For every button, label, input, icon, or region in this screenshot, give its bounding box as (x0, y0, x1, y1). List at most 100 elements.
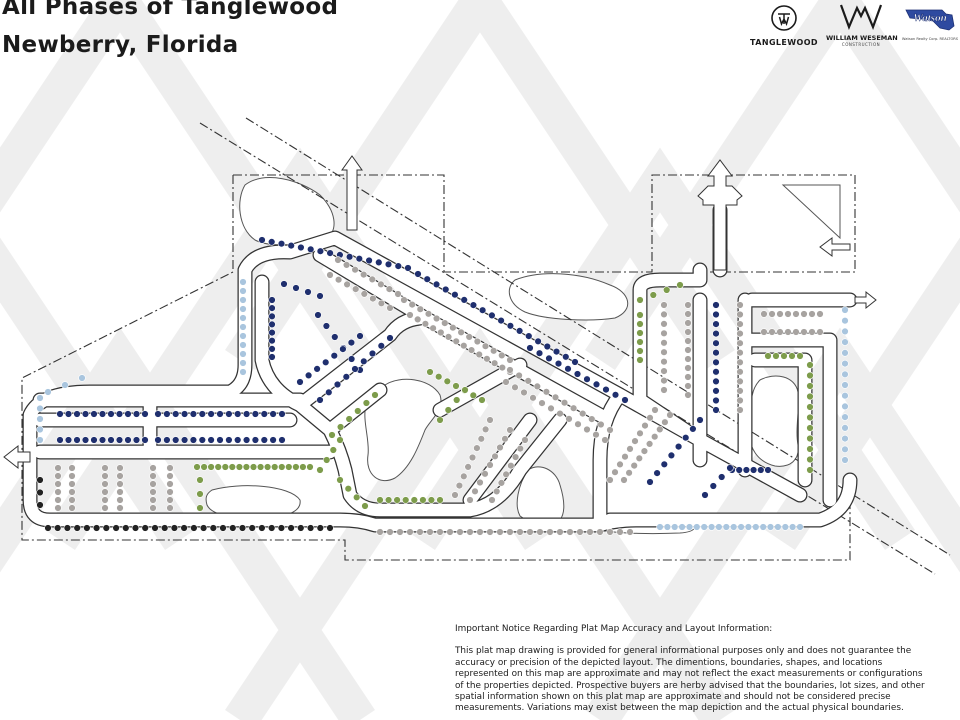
lot-marker-navy (287, 241, 295, 250)
lot-marker-navy (326, 249, 334, 257)
lot-marker-green (806, 392, 814, 401)
lot-marker-gray (516, 444, 524, 453)
lot-marker-navy (280, 280, 288, 288)
lot-marker-gray (736, 339, 744, 347)
lot-marker-navy (712, 349, 720, 357)
lot-marker-gray (626, 445, 634, 453)
lot-marker-navy (163, 410, 171, 418)
lot-marker-navy (375, 258, 383, 267)
lot-marker-black (180, 524, 188, 532)
lot-marker-green (196, 490, 204, 498)
lot-marker-gray (606, 476, 614, 484)
lot-marker-navy (141, 410, 149, 418)
lot-marker-gray (467, 346, 476, 354)
lot-marker-light-blue (841, 424, 849, 432)
lot-marker-light-blue (36, 425, 44, 434)
lot-marker-gray (101, 504, 109, 512)
lot-marker-green (196, 504, 204, 512)
lot-marker-gray (611, 468, 619, 476)
lot-marker-gray (149, 504, 157, 512)
lot-marker-gray (498, 363, 506, 372)
lot-marker-navy (339, 345, 347, 353)
lot-marker-navy (260, 410, 268, 418)
phase-boundary-lines (21, 117, 951, 575)
lot-marker-black (73, 524, 81, 532)
lot-marker-gray (626, 528, 634, 536)
lot-marker-green (636, 347, 644, 355)
lot-marker-gray (736, 396, 744, 405)
lot-marker-green (435, 373, 443, 381)
lot-marker-gray (501, 435, 509, 443)
lot-marker-green (316, 466, 324, 474)
lot-marker-gray (808, 310, 816, 318)
lot-marker-navy (674, 442, 683, 451)
lot-marker-navy (478, 306, 487, 314)
lot-marker-navy (342, 373, 350, 381)
lot-marker-gray (661, 418, 669, 426)
lot-marker-gray (556, 528, 564, 536)
lot-marker-gray (569, 404, 578, 412)
lot-marker-gray (533, 382, 541, 391)
lot-marker-gray (68, 488, 76, 496)
lot-marker-navy (602, 385, 610, 394)
lot-marker-navy (268, 328, 276, 337)
lot-marker-black (44, 524, 52, 532)
lot-marker-navy (488, 311, 496, 320)
lot-marker-light-blue (700, 523, 708, 531)
lot-marker-gray (524, 377, 532, 385)
lot-marker-gray (116, 496, 124, 504)
lot-marker-gray (684, 346, 692, 354)
lot-marker-navy (356, 332, 364, 340)
lot-marker-navy (180, 436, 189, 444)
lot-marker-green (806, 371, 814, 380)
lot-marker-green (196, 476, 204, 484)
lot-marker-gray (768, 328, 776, 336)
lot-marker-navy (545, 354, 553, 363)
lot-marker-navy (451, 291, 459, 299)
lot-marker-gray (460, 472, 468, 480)
lot-marker-green (426, 368, 434, 376)
lot-marker-gray (506, 366, 514, 374)
lot-marker-black (63, 524, 72, 532)
lot-marker-green (299, 463, 307, 471)
lot-marker-gray (660, 301, 668, 309)
lot-marker-gray (424, 310, 433, 318)
north-entrance-arrow-icon (341, 155, 363, 231)
lot-marker-navy (258, 236, 266, 244)
lot-marker-navy (386, 334, 394, 342)
lot-marker-black (112, 524, 120, 532)
lot-marker-green (806, 455, 814, 464)
tanglewood-logo-name: TANGLEWOOD (750, 38, 818, 47)
west-exit-arrow-icon (3, 444, 31, 470)
lot-marker-gray (68, 464, 76, 472)
lot-marker-gray (816, 328, 824, 336)
lot-marker-navy (712, 320, 720, 328)
lot-marker-gray (576, 528, 584, 536)
lot-marker-gray (507, 462, 515, 470)
lot-marker-green (452, 382, 460, 390)
lot-marker-light-blue (670, 523, 679, 531)
lot-marker-gray (386, 528, 394, 536)
watson-logo-tagline: Watson Realty Corp. REALTORS (901, 37, 959, 41)
lot-marker-gray (449, 324, 457, 332)
lot-marker-gray (684, 355, 692, 363)
lot-marker-navy (268, 345, 276, 353)
lot-marker-navy (322, 358, 330, 366)
lot-marker-navy (583, 375, 591, 383)
lot-marker-gray (588, 415, 596, 423)
lot-marker-green (649, 291, 657, 299)
lot-marker-light-blue (796, 523, 804, 531)
lot-marker-gray (515, 371, 523, 380)
lot-marker-black (219, 524, 227, 532)
lot-marker-green (461, 386, 469, 394)
plat-map (3, 117, 951, 575)
lot-marker-gray (166, 488, 174, 496)
lot-marker-navy (81, 410, 90, 418)
lot-marker-navy (681, 434, 690, 442)
lot-marker-light-blue (841, 456, 849, 464)
lot-marker-navy (268, 320, 276, 329)
lot-marker-gray (54, 464, 62, 472)
lot-marker-gray (736, 329, 744, 338)
lot-marker-black (277, 524, 286, 532)
lot-marker-gray (451, 491, 459, 499)
